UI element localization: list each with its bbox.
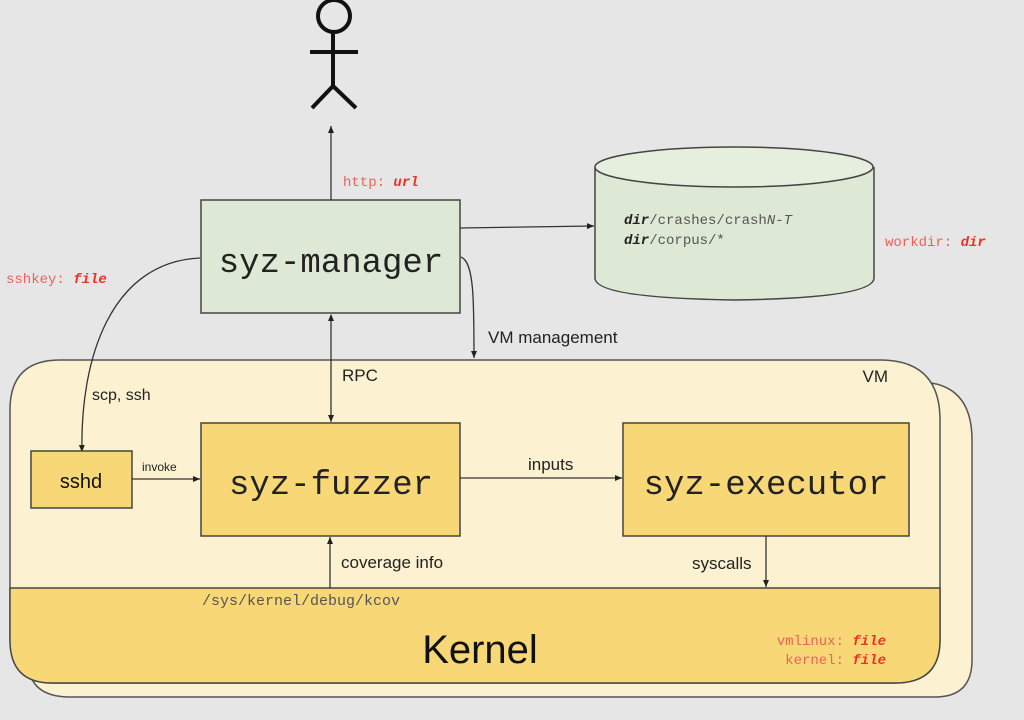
syscalls-label: syscalls — [692, 554, 752, 573]
crashes-path: dir/crashes/crashN-T — [624, 213, 793, 229]
syz-fuzzer-label: syz-fuzzer — [229, 467, 433, 505]
workdir-label: workdir: dir — [885, 235, 986, 251]
sshd-label: sshd — [60, 471, 102, 493]
syz-manager-label: syz-manager — [219, 245, 443, 283]
vm-management-arrow — [460, 256, 477, 359]
http-url-label: http: url — [343, 175, 419, 191]
kernel-block — [9, 587, 941, 684]
scp-ssh-arrow — [78, 257, 201, 453]
vm-label: VM — [863, 367, 889, 386]
corpus-path: dir/corpus/* — [624, 233, 725, 249]
vm-management-label: VM management — [488, 328, 618, 347]
rpc-label: RPC — [342, 366, 378, 385]
sshd-box — [30, 450, 133, 509]
inputs-label: inputs — [528, 455, 573, 474]
kernel-label: Kernel — [422, 628, 538, 672]
manager-to-storage-arrow — [459, 223, 595, 230]
kcov-path-label: /sys/kernel/debug/kcov — [202, 593, 400, 610]
syz-executor-label: syz-executor — [644, 467, 889, 505]
sshkey-label: sshkey: file — [6, 272, 107, 288]
vmlinux-label: vmlinux: file — [777, 634, 886, 650]
user-stick-figure-icon — [310, 0, 358, 110]
coverage-info-label: coverage info — [341, 553, 443, 572]
invoke-label: invoke — [142, 460, 177, 474]
workdir-storage-cylinder — [594, 146, 875, 301]
kernel-file-label: kernel: file — [785, 653, 886, 669]
syz-fuzzer-box — [200, 422, 461, 537]
scp-ssh-label: scp, ssh — [92, 387, 151, 404]
